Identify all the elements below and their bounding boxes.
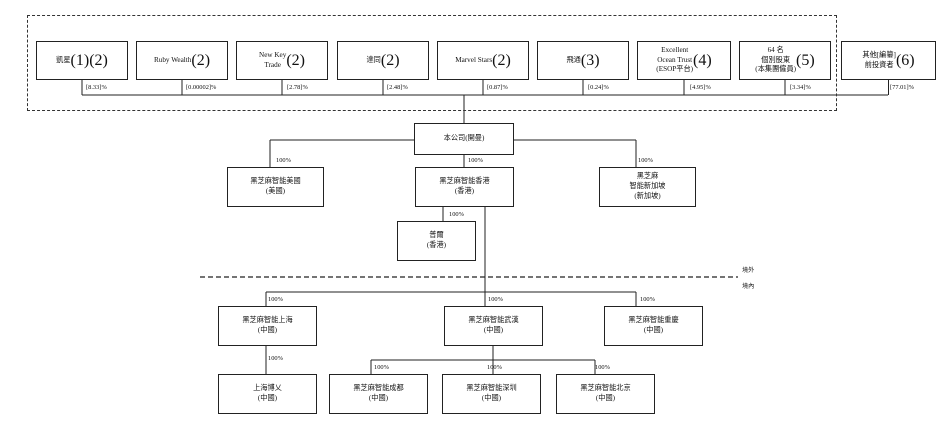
entity-box-sh6: 飛通(3) — [537, 41, 629, 80]
entity-box-wh: 黑芝麻智能武漢 (中國) — [444, 306, 543, 346]
ownership-percentage: [2.48]% — [387, 84, 408, 91]
entity-name: Marvel Stars — [455, 55, 493, 64]
entity-name: Ruby Wealth — [153, 55, 192, 64]
entity-box-sh9: 其他[編纂] 前投資者(6) — [841, 41, 936, 80]
ownership-percentage: [0.24]% — [588, 84, 609, 91]
ownership-percentage: [2.78]% — [287, 84, 308, 91]
entity-box-sg: 黑芝麻 智能新加坡 (新加坡) — [599, 167, 696, 207]
footnote-ref: (4) — [693, 51, 712, 69]
ownership-percentage: 100% — [640, 296, 655, 303]
entity-name: 黑芝麻智能武漢 (中國) — [468, 316, 519, 334]
footnote-ref: (6) — [895, 51, 915, 69]
footnote-ref: (2) — [286, 51, 305, 69]
entity-name: 普爾 (香港) — [426, 231, 447, 249]
entity-box-cd: 黑芝麻智能成都 (中國) — [329, 374, 428, 414]
entity-name: 上海博乂 (中國) — [253, 384, 282, 402]
entity-box-sh5: Marvel Stars(2) — [437, 41, 529, 80]
entity-name: Excellent Ocean Trust (ESOP平台) — [656, 45, 694, 74]
entity-name: 黑芝麻智能成都 (中國) — [353, 384, 404, 402]
ownership-percentage: 100% — [595, 364, 610, 371]
ownership-percentage: 100% — [276, 157, 291, 164]
entity-name: 達同 — [366, 55, 381, 64]
entity-name: 飛通 — [566, 55, 581, 64]
footnote-ref: (1)(2) — [70, 51, 108, 69]
entity-box-pm: 普爾 (香港) — [397, 221, 476, 261]
entity-box-sh3: New Key Trade(2) — [236, 41, 328, 80]
entity-box-sh7: Excellent Ocean Trust (ESOP平台)(4) — [637, 41, 731, 80]
offshore-label: 境外 — [742, 267, 755, 274]
ownership-percentage: 100% — [638, 157, 653, 164]
entity-box-sh: 黑芝麻智能上海 (中國) — [218, 306, 317, 346]
entity-box-sh4: 達同(2) — [337, 41, 429, 80]
ownership-percentage: 100% — [374, 364, 389, 371]
entity-box-sz: 黑芝麻智能深圳 (中國) — [442, 374, 541, 414]
entity-box-hk: 黑芝麻智能香港 (香港) — [415, 167, 514, 207]
entity-name: 黑芝麻智能深圳 (中國) — [466, 384, 517, 402]
entity-box-company: 本公司(開曼) — [414, 123, 514, 155]
footnote-ref: (2) — [492, 51, 511, 69]
listed-shareholders-frame — [27, 15, 837, 111]
ownership-percentage: 100% — [268, 296, 283, 303]
footnote-ref: (3) — [580, 51, 600, 69]
ownership-percentage: 100% — [487, 364, 502, 371]
ownership-percentage: 100% — [468, 157, 483, 164]
entity-name: 黑芝麻智能重慶 (中國) — [628, 316, 679, 334]
entity-box-sh2: Ruby Wealth(2) — [136, 41, 228, 80]
entity-name: 凱星 — [56, 55, 71, 64]
ownership-percentage: 100% — [488, 296, 503, 303]
footnote-ref: (2) — [380, 51, 400, 69]
entity-box-cq: 黑芝麻智能重慶 (中國) — [604, 306, 703, 346]
entity-name: 黑芝麻 智能新加坡 (新加坡) — [629, 172, 666, 200]
ownership-percentage: [77.01]% — [890, 84, 914, 91]
entity-name: 黑芝麻智能香港 (香港) — [439, 177, 490, 195]
entity-name: New Key Trade — [259, 50, 287, 69]
entity-name: 黑芝麻智能上海 (中國) — [242, 316, 293, 334]
entity-box-us: 黑芝麻智能美國 (美國) — [227, 167, 324, 207]
footnote-ref: (2) — [191, 51, 211, 69]
entity-name: 黑芝麻智能美國 (美國) — [250, 177, 301, 195]
entity-box-by: 上海博乂 (中國) — [218, 374, 317, 414]
ownership-percentage: [4.95]% — [690, 84, 711, 91]
entity-box-bj: 黑芝麻智能北京 (中國) — [556, 374, 655, 414]
entity-name: 64 名 個別股東 (本集團僱員) — [755, 45, 797, 74]
entity-name: 黑芝麻智能北京 (中國) — [580, 384, 631, 402]
ownership-percentage: [0.87]% — [487, 84, 508, 91]
ownership-percentage: 100% — [268, 355, 283, 362]
onshore-label: 境內 — [742, 283, 755, 290]
ownership-percentage: [3.34]% — [790, 84, 811, 91]
footnote-ref: (5) — [796, 51, 815, 69]
entity-name: 其他[編纂] 前投資者 — [862, 50, 896, 69]
entity-name: 本公司(開曼) — [443, 134, 485, 143]
ownership-percentage: 100% — [449, 211, 464, 218]
connector-lines — [81, 80, 889, 374]
entity-box-sh8: 64 名 個別股東 (本集團僱員)(5) — [739, 41, 831, 80]
ownership-percentage: [8.33]% — [86, 84, 107, 91]
entity-box-sh1: 凱星(1)(2) — [36, 41, 128, 80]
ownership-percentage: [0.00002]% — [186, 84, 217, 91]
